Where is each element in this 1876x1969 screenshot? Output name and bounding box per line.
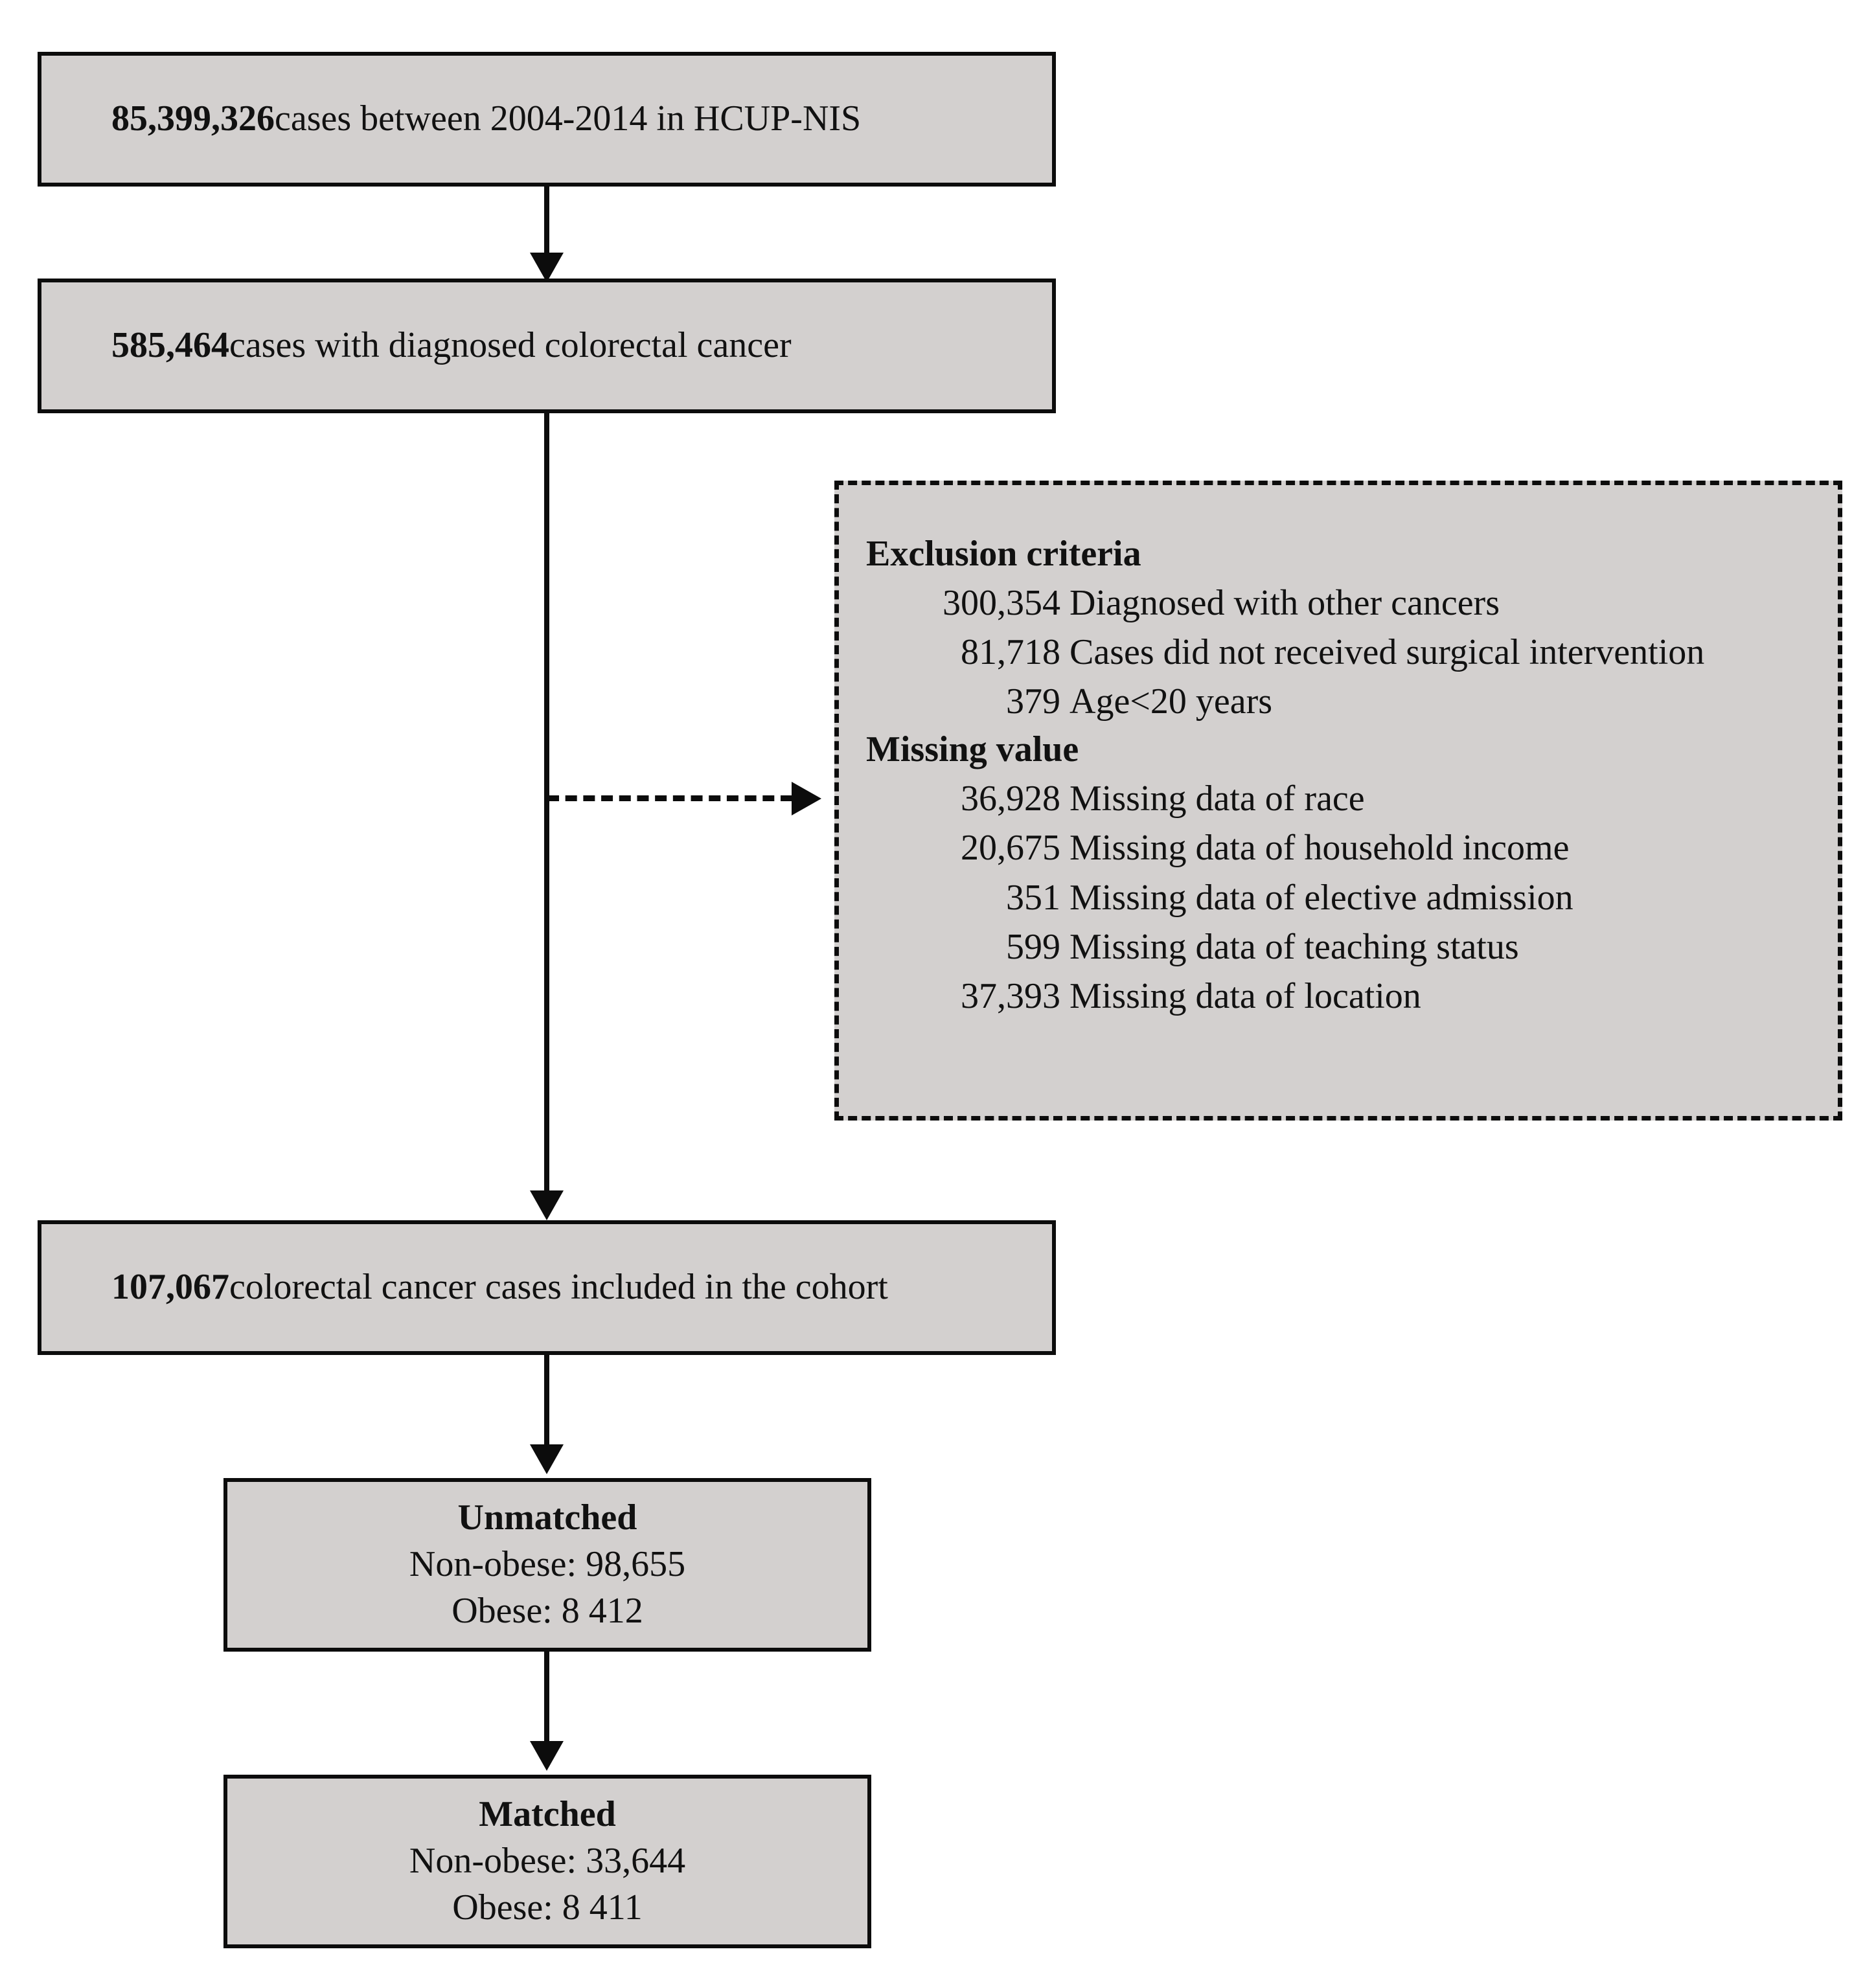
exclusion-reason: Diagnosed with other cancers	[1070, 582, 1500, 623]
diagnosed-cohort-text: cases with diagnosed colorectal cancer	[229, 325, 792, 366]
missing-row: 37,393 Missing data of location	[839, 972, 1838, 1021]
missing-reason: Missing data of teaching status	[1070, 926, 1519, 967]
missing-reason: Missing data of location	[1070, 975, 1421, 1016]
missing-reason: Missing data of race	[1070, 779, 1365, 819]
arrowhead-diagnosed-to-included	[530, 1190, 564, 1220]
missing-row: 599 Missing data of teaching status	[839, 922, 1838, 972]
exclusion-row: 81,718 Cases did not received surgical i…	[839, 628, 1838, 677]
diagnosed-cohort-line: 585,464cases with diagnosed colorectal c…	[41, 323, 1052, 369]
missing-row: 351 Missing data of elective admission	[839, 873, 1838, 922]
exclusion-reason: Cases did not received surgical interven…	[1070, 632, 1705, 673]
exclusion-count: 300,354	[943, 582, 1060, 623]
included-cohort-line: 107,067colorectal cancer cases included …	[41, 1264, 1052, 1311]
source-cohort-text: cases between 2004-2014 in HCUP-NIS	[275, 98, 862, 139]
exclusion-row: 300,354 Diagnosed with other cancers	[839, 578, 1838, 628]
arrowhead-source-to-diagnosed	[530, 253, 564, 282]
unmatched-title: Unmatched	[457, 1497, 637, 1538]
source-cohort-line: 85,399,326cases between 2004-2014 in HCU…	[41, 96, 1052, 142]
missing-reason: Missing data of elective admission	[1070, 877, 1573, 918]
source-cohort-count: 85,399,326	[111, 98, 275, 139]
node-unmatched: Unmatched Non-obese: 98,655 Obese: 8 412	[223, 1478, 871, 1652]
node-matched: Matched Non-obese: 33,644 Obese: 8 411	[223, 1775, 871, 1948]
unmatched-non-obese: Non-obese: 98,655	[409, 1544, 686, 1585]
missing-count: 351	[1006, 877, 1060, 918]
exclusion-criteria-box: Exclusion criteria 300,354 Diagnosed wit…	[834, 481, 1842, 1121]
missing-count: 37,393	[961, 975, 1060, 1016]
matched-obese: Obese: 8 411	[452, 1887, 643, 1928]
arrowhead-unmatched-to-matched	[530, 1741, 564, 1771]
exclusion-count: 81,718	[961, 632, 1060, 673]
connector-source-to-diagnosed	[544, 187, 549, 260]
arrowhead-included-to-unmatched	[530, 1444, 564, 1474]
missing-value-heading: Missing value	[866, 729, 1079, 770]
connector-diagnosed-to-included	[544, 413, 549, 1201]
unmatched-obese: Obese: 8 412	[452, 1590, 643, 1631]
included-cohort-text: colorectal cancer cases included in the …	[229, 1267, 888, 1308]
exclusion-row: 379 Age<20 years	[839, 677, 1838, 726]
exclusion-heading: Exclusion criteria	[866, 534, 1141, 574]
missing-row: 20,675 Missing data of household income	[839, 823, 1838, 872]
missing-count: 36,928	[961, 779, 1060, 819]
connector-exclusion-dashed	[547, 795, 792, 801]
matched-non-obese: Non-obese: 33,644	[409, 1841, 686, 1882]
missing-count: 599	[1006, 926, 1060, 967]
node-source-cohort: 85,399,326cases between 2004-2014 in HCU…	[38, 52, 1056, 187]
missing-count: 20,675	[961, 828, 1060, 869]
missing-row: 36,928 Missing data of race	[839, 774, 1838, 823]
exclusion-count: 379	[1006, 681, 1060, 722]
connector-included-to-unmatched	[544, 1355, 549, 1452]
node-diagnosed-cohort: 585,464cases with diagnosed colorectal c…	[38, 279, 1056, 413]
included-cohort-count: 107,067	[111, 1267, 229, 1308]
node-included-cohort: 107,067colorectal cancer cases included …	[38, 1220, 1056, 1355]
exclusion-reason: Age<20 years	[1070, 681, 1273, 722]
missing-reason: Missing data of household income	[1070, 828, 1570, 869]
diagnosed-cohort-count: 585,464	[111, 325, 229, 366]
connector-unmatched-to-matched	[544, 1652, 549, 1749]
matched-title: Matched	[479, 1794, 616, 1835]
arrowhead-exclusion	[792, 782, 821, 815]
